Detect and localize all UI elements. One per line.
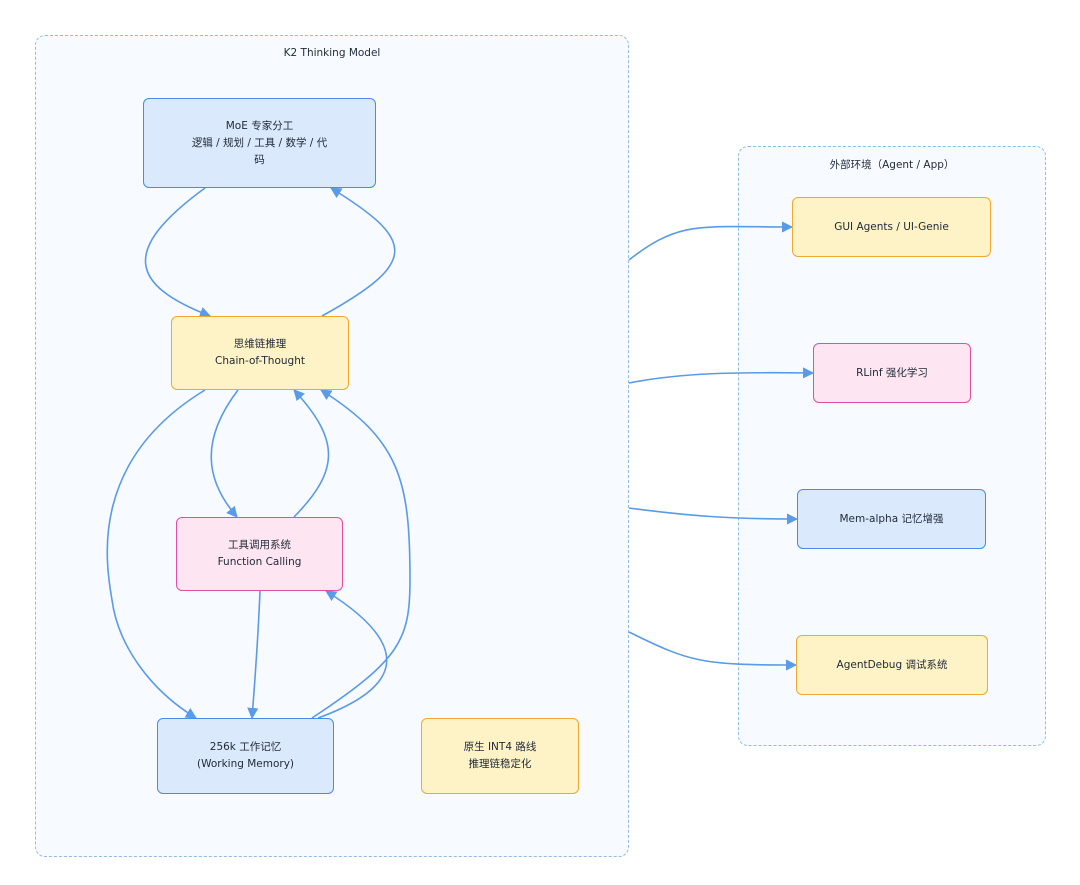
node-label-line: 思维链推理 bbox=[233, 338, 287, 350]
node-label-line: 逻辑 / 规划 / 工具 / 数学 / 代 bbox=[191, 136, 328, 149]
edge-cot-to-moe bbox=[321, 187, 396, 317]
edge-tool-to-memory bbox=[247, 590, 261, 720]
edge-k2-to-gui bbox=[628, 221, 794, 261]
node-label-line: GUI Agents / UI-Genie bbox=[834, 220, 949, 233]
edge-cot-to-memory bbox=[106, 389, 206, 719]
node-label-line: 原生 INT4 路线 bbox=[463, 741, 537, 753]
edge-tool-to-cot bbox=[293, 389, 330, 518]
node-label-line: RLinf 强化学习 bbox=[856, 366, 928, 379]
node-rlinf: RLinf 强化学习 bbox=[813, 343, 971, 403]
node-int4-route: 原生 INT4 路线推理链稳定化 bbox=[421, 718, 579, 794]
node-function-calling: 工具调用系统 Function Calling bbox=[176, 517, 343, 591]
node-label-line: 工具调用系统 bbox=[228, 539, 291, 551]
cluster-title-k2: K2 Thinking Model bbox=[283, 47, 381, 59]
node-label-line: Chain-of-Thought bbox=[215, 355, 305, 367]
node-label-line: 256k 工作记忆 bbox=[209, 741, 282, 753]
node-label-line: 码 bbox=[254, 153, 265, 166]
node-agentdebug: AgentDebug 调试系统 bbox=[796, 635, 988, 695]
node-working-memory: 256k 工作记忆 (Working Memory) bbox=[157, 718, 334, 794]
cluster-title-external: 外部环境（Agent / App） bbox=[829, 159, 955, 171]
node-label-line: 推理链稳定化 bbox=[468, 758, 532, 770]
edge-cot-to-tool bbox=[210, 389, 239, 518]
node-gui-agents: GUI Agents / UI-Genie bbox=[792, 197, 991, 257]
node-label-line: Mem-alpha 记忆增强 bbox=[839, 512, 944, 525]
edge-memory-to-cot bbox=[311, 389, 411, 719]
node-label-line: AgentDebug 调试系统 bbox=[836, 658, 948, 671]
edge-memory-to-tool bbox=[317, 590, 388, 719]
node-label-line: MoE 专家分工 bbox=[225, 119, 294, 132]
node-mem-alpha: Mem-alpha 记忆增强 bbox=[797, 489, 986, 549]
edge-k2-to-rlinf bbox=[628, 367, 815, 384]
edge-k2-to-mem-alpha bbox=[628, 507, 799, 525]
node-chain-of-thought: 思维链推理 Chain-of-Thought bbox=[171, 316, 349, 390]
node-moe-experts: MoE 专家分工逻辑 / 规划 / 工具 / 数学 / 代码 bbox=[143, 98, 376, 188]
edge-moe-to-cot bbox=[144, 187, 212, 318]
edge-k2-to-agentdebug bbox=[628, 631, 798, 671]
node-label-line: (Working Memory) bbox=[196, 758, 295, 770]
node-label-line: Function Calling bbox=[217, 556, 302, 568]
